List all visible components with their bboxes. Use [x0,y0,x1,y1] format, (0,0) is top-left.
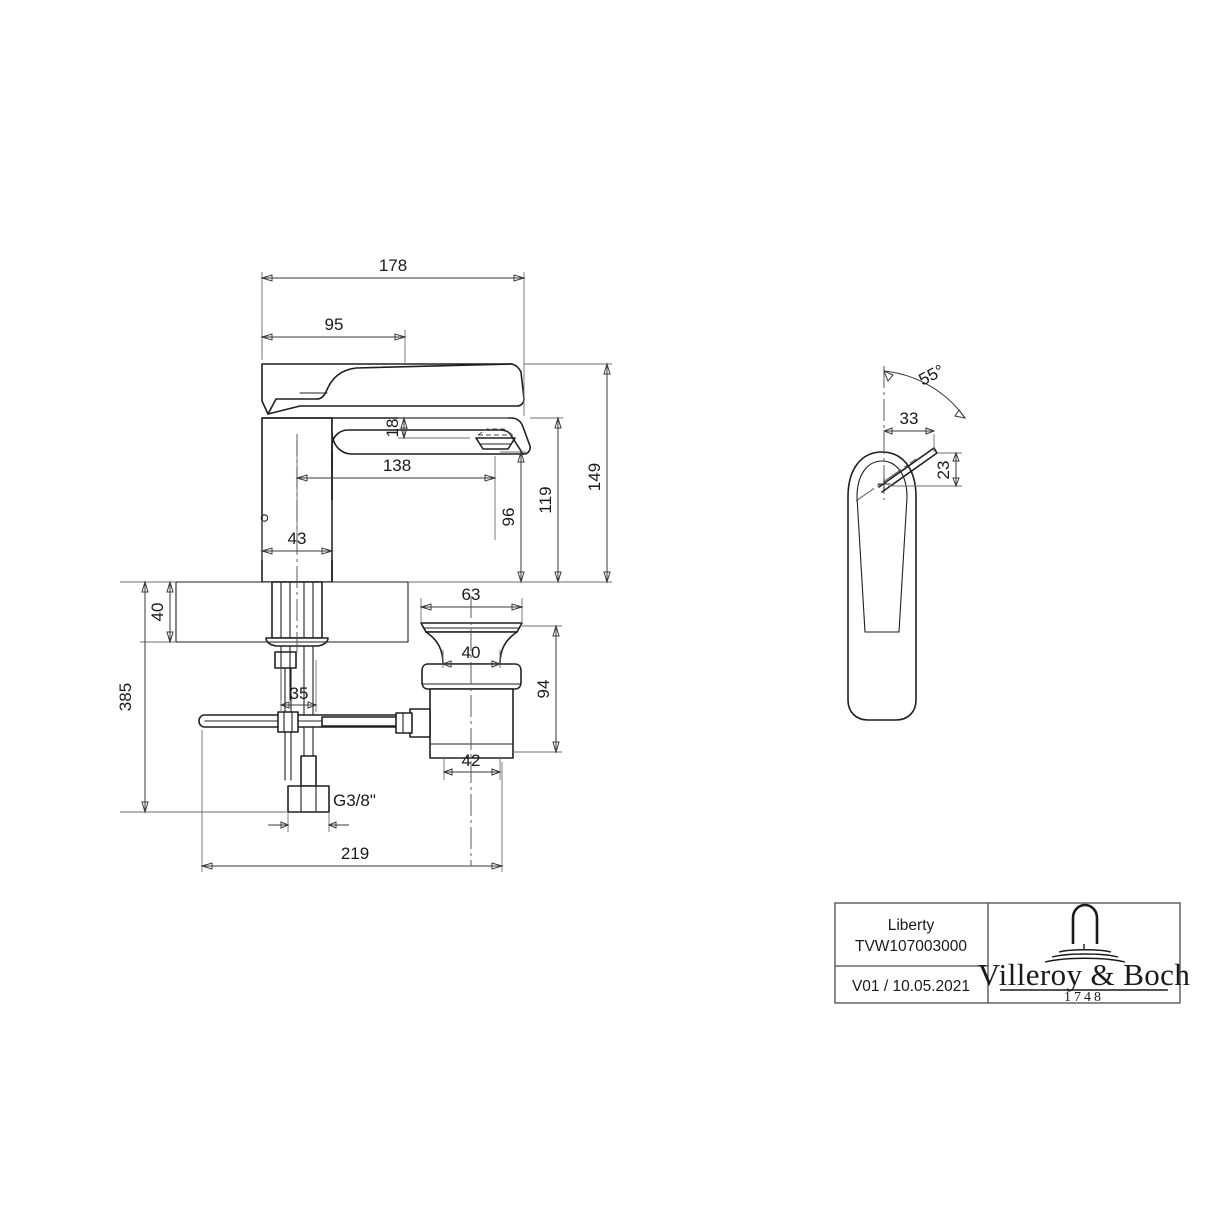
dim-label-33: 33 [900,409,919,428]
pop-up-waste-view [395,622,523,759]
dim-label-149: 149 [585,463,604,491]
dim-label-42: 42 [462,751,481,770]
aerator [475,428,516,450]
dimension-42: 42 [442,751,502,780]
dimension-33: 33 [882,409,936,452]
title-block: Liberty TVW107003000 V01 / 10.05.2021 Vi… [834,902,1191,1005]
plan-angle-center [855,458,917,502]
dimension-385: 385 [116,580,288,814]
dimension-63: 63 [419,585,524,623]
dim-label-35: 35 [290,684,309,703]
dimension-40-waste: 40 [441,643,502,668]
dim-label-23: 23 [934,461,953,480]
dimension-94: 94 [513,624,562,754]
dimension-95: 95 [260,315,407,364]
lever-handle [261,363,525,415]
thread-callout-g38: G3/8" [268,791,376,832]
dim-label-96: 96 [499,508,518,527]
dimension-96: 96 [499,450,526,584]
dim-label-138: 138 [383,456,411,475]
title-block-revision: V01 / 10.05.2021 [852,978,970,995]
dim-label-40-waste: 40 [462,643,481,662]
dimension-40-counter: 40 [140,580,176,644]
dim-label-g38: G3/8" [333,791,376,810]
dimension-35: 35 [279,660,318,712]
brand-name: Villeroy & Boch [978,957,1191,992]
dim-label-40-counter: 40 [148,603,167,622]
front-elevation-view [175,363,531,813]
g38-connector [287,755,330,813]
dim-label-63: 63 [462,585,481,604]
pop-up-lift-rod [198,711,411,733]
dim-label-178: 178 [379,256,407,275]
title-block-article-number: TVW107003000 [855,938,967,955]
dimension-219: 219 [200,730,504,872]
dim-label-219: 219 [341,844,369,863]
dim-label-18: 18 [383,419,402,438]
dimension-138: 138 [295,440,497,540]
dim-label-119: 119 [536,486,555,513]
dimension-18: 18 [383,416,508,440]
dimension-119: 119 [530,416,563,584]
dimension-23: 23 [888,451,962,488]
title-block-product-name: Liberty [888,917,935,934]
dim-label-94: 94 [534,680,553,699]
brand-year: 1748 [1064,990,1104,1005]
dim-label-385: 385 [116,683,135,711]
brand-logo-icon [1044,903,1126,963]
dim-label-95: 95 [325,315,344,334]
dimension-149: 149 [408,362,612,584]
